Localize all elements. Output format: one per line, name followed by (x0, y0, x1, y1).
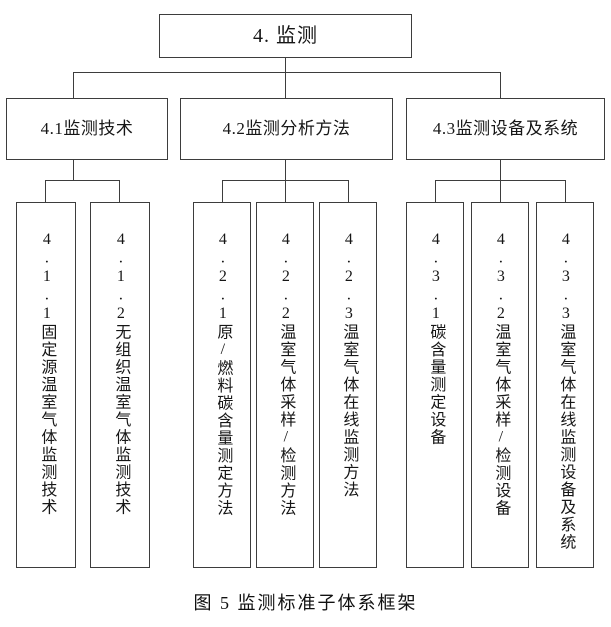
node-leaf-4-2-1[interactable]: 4.2.1原/燃料碳含量测定方法 (193, 202, 251, 568)
connector-drop-branch-1 (73, 72, 75, 98)
node-leaf-4-2-2-label: 4.2.2温室气体采样/检测方法 (277, 231, 295, 517)
figure-caption: 图 5 监测标准子体系框架 (193, 593, 418, 613)
connector-branch3-stem (500, 160, 502, 181)
connector-branch2-drop-3 (348, 180, 350, 202)
connector-drop-branch-3 (500, 72, 502, 98)
node-branch-3-label: 4.3监测设备及系统 (432, 118, 579, 138)
node-leaf-4-3-2-label: 4.3.2温室气体采样/检测设备 (492, 231, 510, 517)
connector-branch1-stem (73, 160, 75, 181)
node-leaf-4-3-2[interactable]: 4.3.2温室气体采样/检测设备 (471, 202, 529, 568)
connector-branch1-drop-2 (119, 180, 121, 202)
node-leaf-4-3-3[interactable]: 4.3.3温室气体在线监测设备及系统 (536, 202, 594, 568)
connector-drop-branch-2 (285, 72, 287, 98)
connector-branch3-drop-1 (435, 180, 437, 202)
connector-branch1-bus (45, 180, 120, 182)
node-branch-monitoring-technology[interactable]: 4.1监测技术 (6, 98, 168, 160)
connector-branch3-drop-3 (565, 180, 567, 202)
connector-level2-bus (73, 72, 501, 74)
connector-branch1-drop-1 (45, 180, 47, 202)
node-leaf-4-2-3-label: 4.2.3温室气体在线监测方法 (340, 231, 358, 499)
node-leaf-4-2-2[interactable]: 4.2.2温室气体采样/检测方法 (256, 202, 314, 568)
node-branch-analysis-methods[interactable]: 4.2监测分析方法 (180, 98, 393, 160)
node-leaf-4-3-1[interactable]: 4.3.1碳含量测定设备 (406, 202, 464, 568)
node-leaf-4-3-3-label: 4.3.3温室气体在线监测设备及系统 (557, 231, 575, 551)
node-branch-equipment-systems[interactable]: 4.3监测设备及系统 (406, 98, 605, 160)
node-leaf-4-1-1[interactable]: 4.1.1固定源温室气体监测技术 (16, 202, 76, 568)
node-branch-2-label: 4.2监测分析方法 (222, 118, 351, 138)
node-leaf-4-3-1-label: 4.3.1碳含量测定设备 (427, 231, 445, 446)
node-leaf-4-1-2-label: 4.1.2无组织温室气体监测技术 (112, 231, 130, 516)
node-root-label: 4. 监测 (253, 24, 318, 47)
node-branch-1-label: 4.1监测技术 (40, 118, 134, 138)
node-leaf-4-2-3[interactable]: 4.2.3温室气体在线监测方法 (319, 202, 377, 568)
connector-branch2-stem (285, 160, 287, 181)
node-leaf-4-1-2[interactable]: 4.1.2无组织温室气体监测技术 (90, 202, 150, 568)
node-leaf-4-2-1-label: 4.2.1原/燃料碳含量测定方法 (214, 231, 232, 517)
node-leaf-4-1-1-label: 4.1.1固定源温室气体监测技术 (38, 231, 56, 516)
connector-branch3-drop-2 (500, 180, 502, 202)
connector-branch2-drop-1 (222, 180, 224, 202)
connector-root-stem (285, 58, 287, 73)
node-root-monitoring[interactable]: 4. 监测 (159, 14, 412, 58)
connector-branch2-drop-2 (285, 180, 287, 202)
